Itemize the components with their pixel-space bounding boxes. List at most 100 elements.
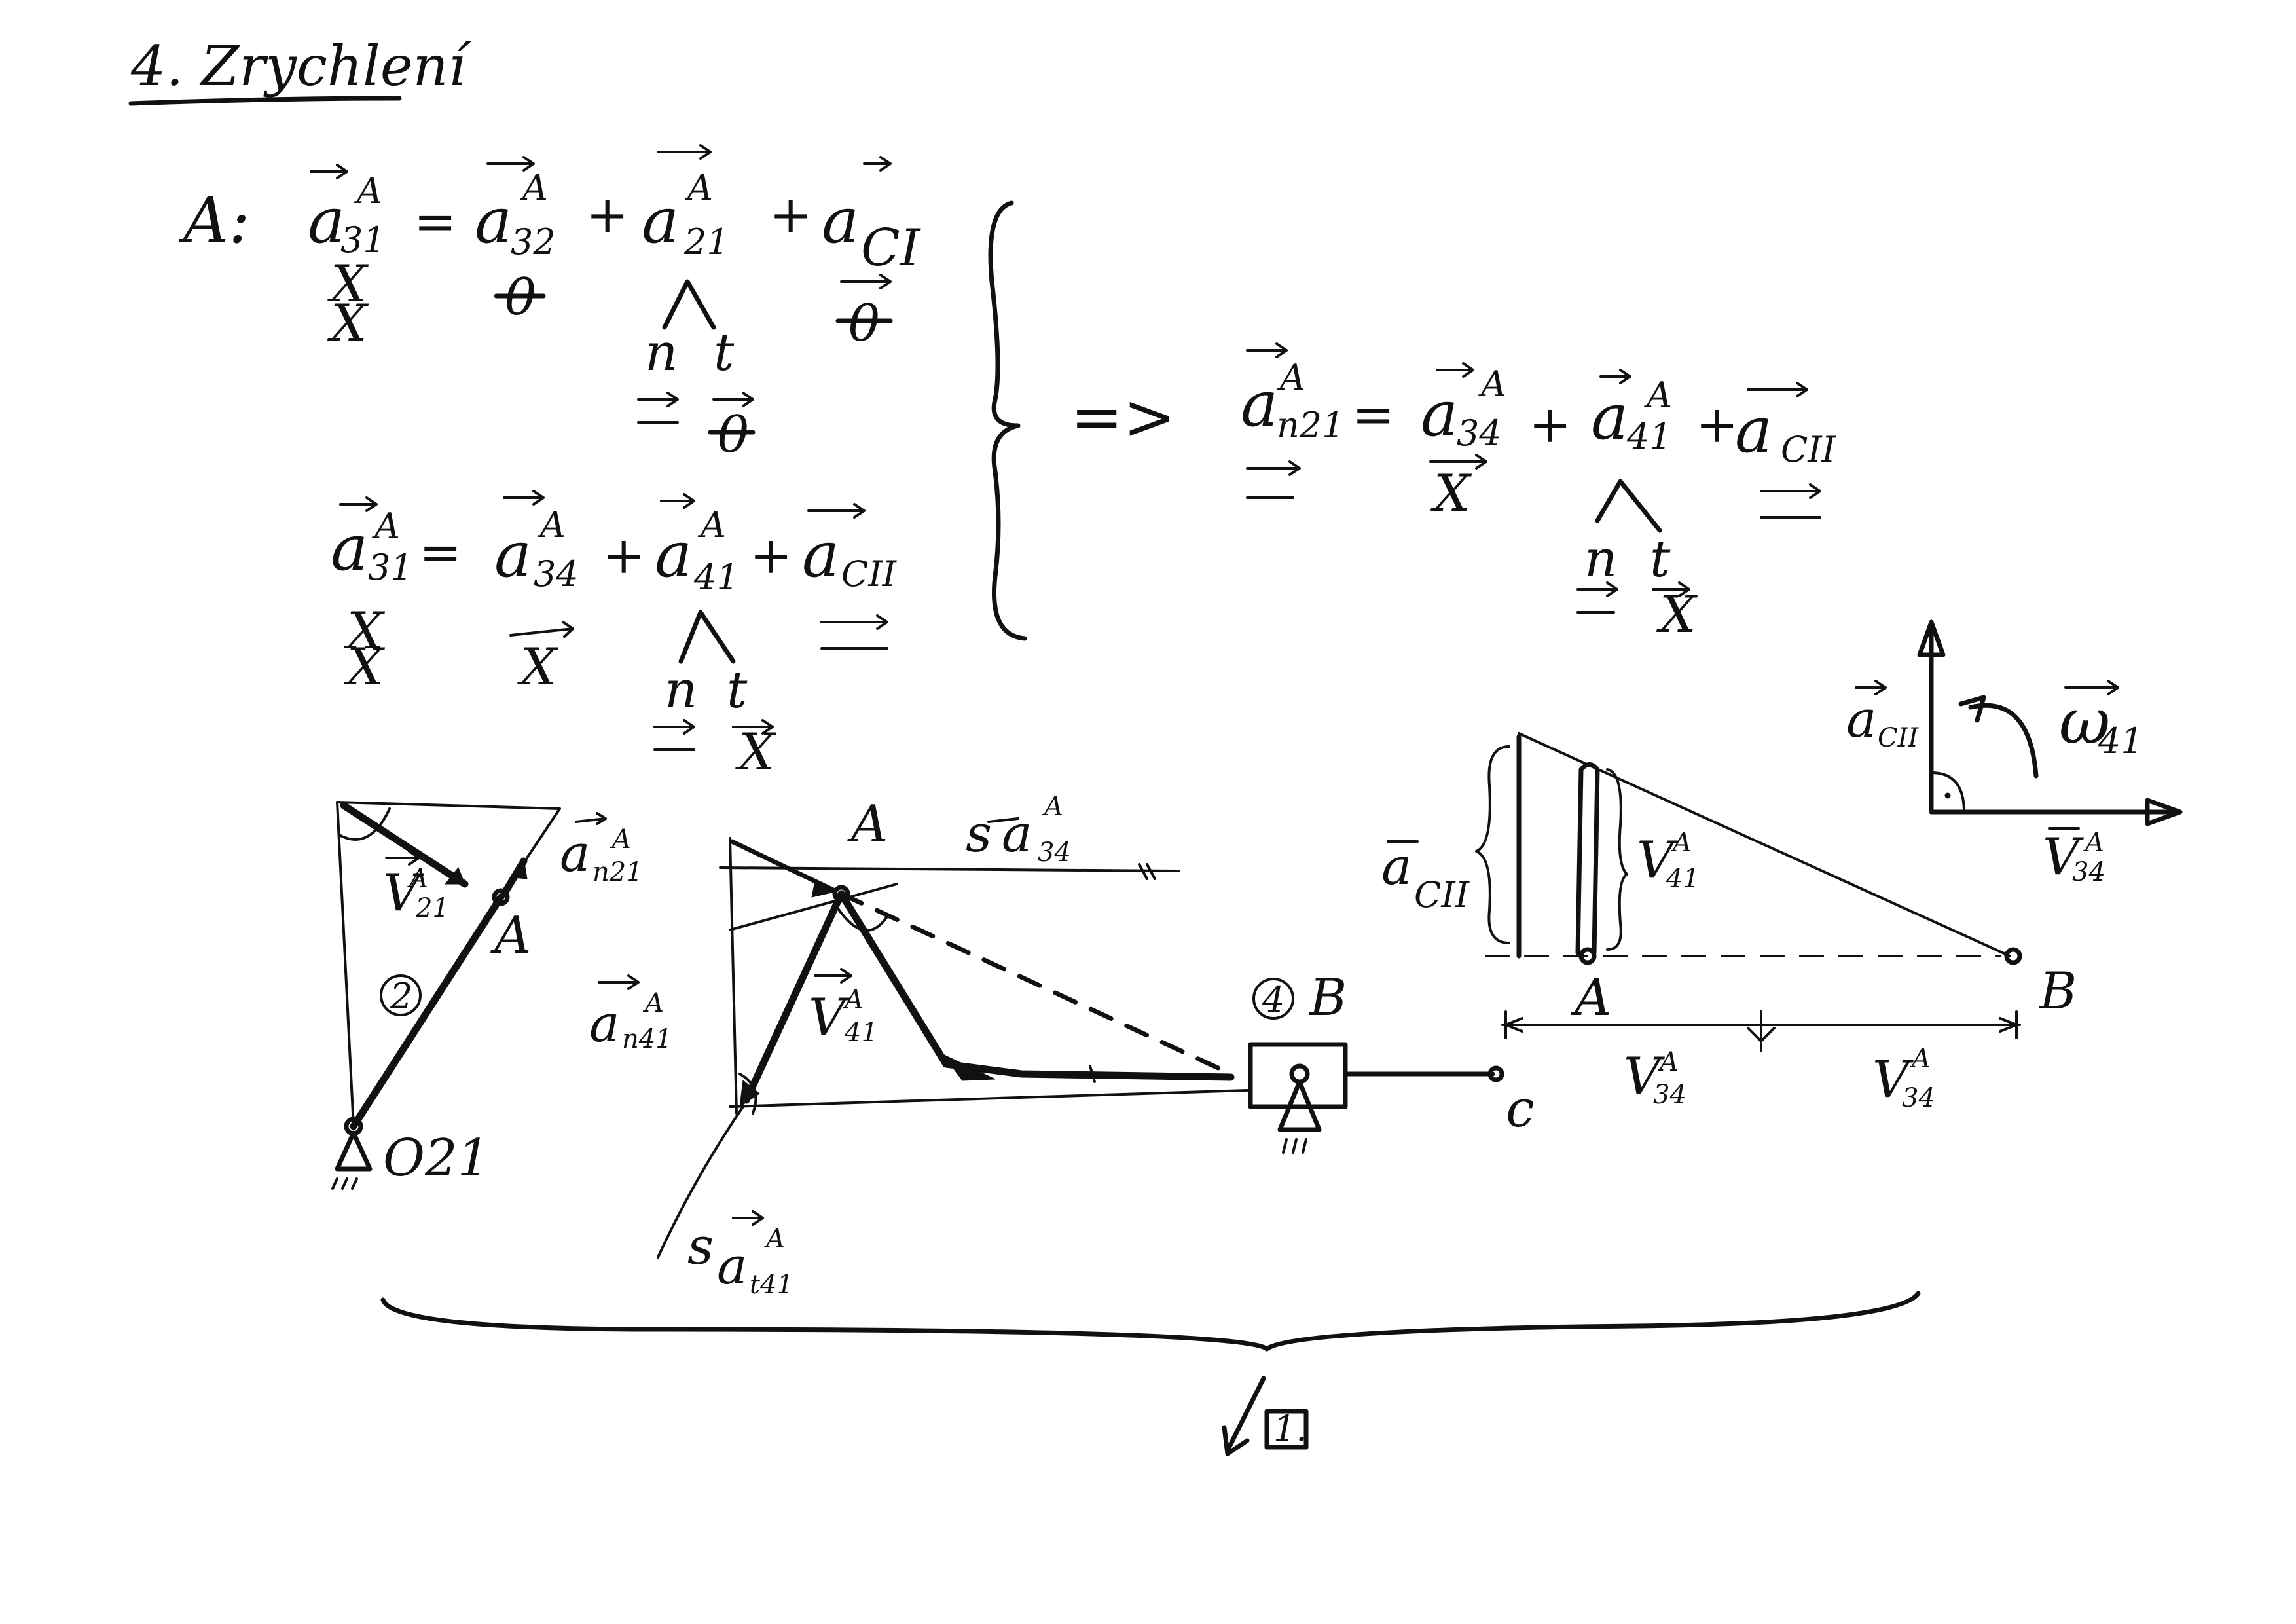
dim-arrow-left [1504, 1010, 1523, 1039]
d4-v34-v: V [2043, 828, 2084, 887]
bottom-brace [380, 1291, 1921, 1352]
eq1-lhs: a [308, 184, 345, 257]
d2-point-C: c [1506, 1080, 1535, 1139]
eq1-plus-2: + [769, 186, 812, 245]
eq2-plus-2: + [750, 526, 792, 585]
eq1-term1: a [475, 184, 512, 257]
vector-arrow [1747, 382, 1808, 397]
vector-arrow [657, 144, 712, 160]
d2-v41-sub: 41 [844, 1018, 878, 1048]
right-brace [988, 200, 1027, 641]
eq2-term3: a [802, 518, 839, 591]
vector-arrow [820, 614, 888, 630]
eq2-split-n: n [665, 661, 697, 720]
d3-v34-left-sub: 34 [1653, 1080, 1686, 1110]
eq2-equals: = [419, 523, 462, 582]
dim-arrow-right [1999, 1010, 2018, 1039]
vector-arrow [310, 164, 348, 179]
ground-hatch [331, 1177, 358, 1190]
arrow-head [1917, 619, 1946, 657]
d4-acii-a: a [1846, 690, 1877, 749]
eq1-term1-sub: 32 [511, 221, 556, 263]
eq1-term3-sub: CI [861, 219, 922, 278]
d2-sa34-s: s [966, 805, 992, 864]
res-term1-mark: X [1430, 464, 1472, 523]
res-split-t: t [1650, 530, 1671, 589]
ground-hatch [1282, 1138, 1307, 1154]
eq2-term2: a [655, 518, 692, 591]
res-lhs-sup: A [1277, 357, 1305, 398]
d2-sa34-sub: 34 [1038, 838, 1071, 868]
tick-mark [1138, 863, 1156, 880]
implies-symbol: => [1070, 380, 1176, 454]
vector-arrow [1576, 581, 1618, 597]
d4-acii-sub: CII [1878, 723, 1919, 753]
d3-point-A: A [1571, 969, 1611, 1027]
d2-sa34-a: a [1002, 805, 1032, 864]
d1-point-A: A [490, 906, 531, 965]
vector-arrow [863, 156, 892, 172]
vector-arrow [339, 496, 378, 512]
tick-mark [1089, 1065, 1096, 1083]
res-term1-sup: A [1478, 363, 1506, 405]
point-label-A: A: [178, 184, 250, 257]
eq2-split-t: t [727, 661, 748, 720]
d2-sat41-sub: t41 [750, 1270, 793, 1300]
split-caret [662, 279, 716, 330]
right-angle-arc [738, 1073, 757, 1115]
res-term3-sub: CII [1781, 429, 1837, 470]
d1-v-label: V [383, 864, 424, 923]
res-term2-sup: A [1643, 375, 1672, 416]
eq1-plus-1: + [586, 186, 629, 245]
member-badge [380, 974, 422, 1016]
eq2-lhs-mark-2: X [343, 638, 386, 697]
vector-arrow [814, 968, 852, 984]
crank-link [350, 893, 505, 1130]
eq2-term1-mark: X [517, 638, 559, 697]
vector-arrow [1760, 483, 1821, 499]
joint-A [492, 888, 510, 906]
d2-member-number: 4 [1262, 979, 1285, 1020]
v41-vector [742, 890, 845, 1104]
dim-mid-tick [1747, 1010, 1776, 1052]
eq2-lhs-mark-1: X [343, 602, 386, 661]
eq2-term1-sup: A [537, 504, 566, 545]
eq1-lhs-mark-2: X [327, 294, 369, 353]
arrow-head [2145, 798, 2183, 826]
right-angle-arc [1930, 771, 1965, 813]
res-term3: a [1735, 394, 1772, 467]
vector-arrow [1652, 581, 1690, 597]
eq2-term1: a [494, 518, 532, 591]
res-term1: a [1421, 377, 1458, 451]
reference-arrow [1225, 1376, 1266, 1453]
reference-box [1264, 1409, 1309, 1450]
d3-acii-sub: CII [1414, 874, 1470, 915]
equation-row-2: a 31 A X X = a 34 A X + a 41 A n t X + a… [331, 490, 898, 782]
res-split-t-mark: X [1656, 585, 1698, 644]
link-4 [837, 890, 1235, 1081]
eq1-split-n: n [645, 323, 678, 382]
d3-v41-sup: A [1670, 828, 1692, 858]
member-badge [1252, 978, 1294, 1020]
heading-group: 4. Zrychlení [128, 34, 472, 106]
base-line [729, 1089, 1248, 1108]
res-equals: = [1352, 386, 1394, 445]
right-angle-dot [1944, 792, 1951, 799]
d1-a-sup: A [610, 824, 631, 855]
eq1-split-t-mark: 0 [717, 405, 750, 464]
sa34-line [719, 866, 1180, 872]
d3-acii-a: a [1381, 838, 1412, 896]
d2-an41-sup: A [642, 988, 664, 1018]
point-B-dot [2004, 947, 2022, 965]
arrow-head [513, 858, 528, 879]
vector-arrow [2064, 680, 2119, 695]
d2-an41-a: a [589, 995, 620, 1054]
res-plus-2: + [1696, 396, 1738, 454]
omega-arrow [1958, 695, 1986, 723]
vector-arrow [712, 392, 754, 407]
eq2-term1-sub: 34 [534, 553, 579, 595]
eq2-split-t-mark: X [735, 723, 777, 782]
vector-arrow [1855, 680, 1887, 695]
equation-row-1: A: a 31 A X X = a 32 A 0 + a 21 A n t 0 … [178, 144, 922, 464]
